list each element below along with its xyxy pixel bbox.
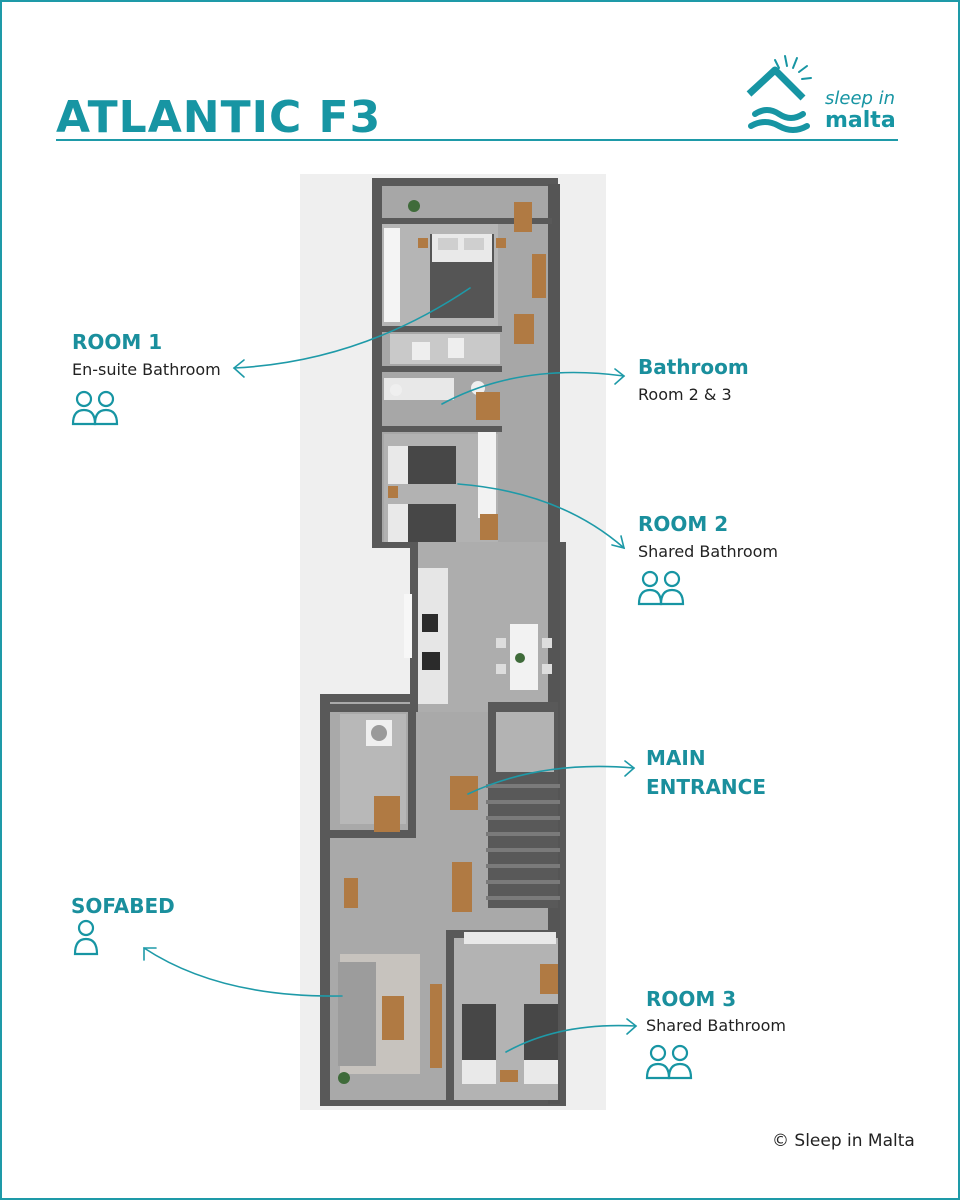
logo-text-line1: sleep in [825, 88, 896, 109]
sleep-in-malta-logo [746, 55, 812, 133]
main-entrance-line1: MAIN [646, 746, 706, 770]
floor-plan [300, 174, 606, 1110]
room1-subtitle: En-suite Bathroom [72, 360, 221, 379]
sun-rays-icon [774, 55, 812, 80]
sofabed-sofa [338, 962, 376, 1066]
main-entrance-line2: ENTRANCE [646, 775, 766, 799]
title-divider [56, 139, 898, 141]
room2-title: ROOM 2 [638, 512, 729, 536]
sofabed-title: SOFABED [71, 894, 175, 918]
room3-title: ROOM 3 [646, 987, 737, 1011]
person-icon [73, 919, 99, 956]
two-persons-icon [71, 390, 119, 426]
room2-subtitle: Shared Bathroom [638, 542, 778, 561]
room1-title: ROOM 1 [72, 330, 163, 354]
copyright-text: © Sleep in Malta [772, 1131, 915, 1151]
bathroom-title: Bathroom [638, 355, 749, 379]
room3-subtitle: Shared Bathroom [646, 1016, 786, 1035]
logo-text-line2: malta [825, 108, 896, 133]
two-persons-icon [637, 570, 685, 606]
two-persons-icon [645, 1044, 693, 1080]
bathroom-subtitle: Room 2 & 3 [638, 385, 732, 404]
house-roof-icon [746, 66, 806, 101]
page-title: ATLANTIC F3 [56, 92, 382, 143]
